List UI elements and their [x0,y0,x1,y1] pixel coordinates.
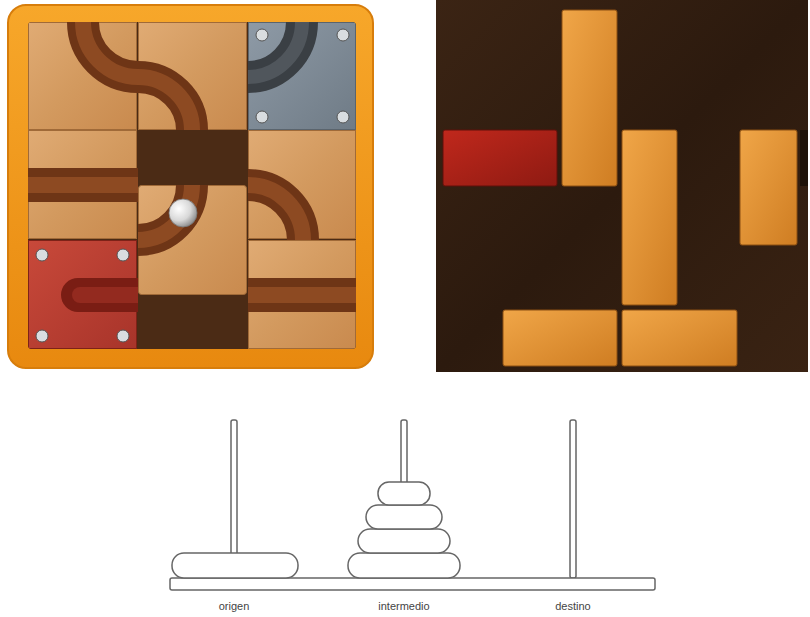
block-puzzle [436,0,808,372]
wood-tile [139,23,247,130]
exit-gap [800,130,808,186]
wood-tile [249,241,356,349]
base [170,578,655,590]
tiles [28,22,356,349]
disk [378,482,430,505]
puzzle-board [436,0,808,372]
peg-label: intermedio [378,600,429,613]
wood-block [622,130,677,305]
empty-slot [138,130,248,185]
pipe [248,278,356,312]
hanoi-tower [170,420,655,590]
screw [337,111,349,123]
pipe-highlight [248,22,302,77]
pipe [248,185,303,240]
peg-label: destino [555,600,590,613]
pipe [248,22,302,77]
pipe-highlight [248,287,356,303]
pipe-highlight [248,185,303,240]
slide-puzzle [8,5,373,368]
screws [256,29,349,123]
screw [337,29,349,41]
screw [36,330,48,342]
peg [570,420,576,578]
screw [36,249,48,261]
peg-label: origen [219,600,250,613]
disk [358,529,450,553]
ball [169,199,197,227]
disk [172,553,298,578]
screw [117,249,129,261]
pipe-highlight [138,77,192,130]
pipe-highlight [28,177,138,193]
wood-tile [139,186,247,295]
wood-block [622,310,737,366]
board-ground [28,22,356,349]
wood-block [562,10,617,186]
disk [366,505,442,529]
metal-tile [249,23,356,130]
wood-block [740,130,797,245]
disk [348,553,460,578]
screw [256,29,268,41]
wood-block [503,310,617,366]
pipe [83,22,138,77]
screws [36,249,129,342]
screw [117,330,129,342]
empty-slot [138,295,248,349]
pipe [28,168,138,202]
puzzle-frame [8,5,373,368]
pipe-highlight [83,22,138,77]
screw [256,111,268,123]
red-block [443,130,557,186]
pipe [138,77,192,130]
end-channel [61,278,138,312]
channel-highlight [72,287,138,303]
